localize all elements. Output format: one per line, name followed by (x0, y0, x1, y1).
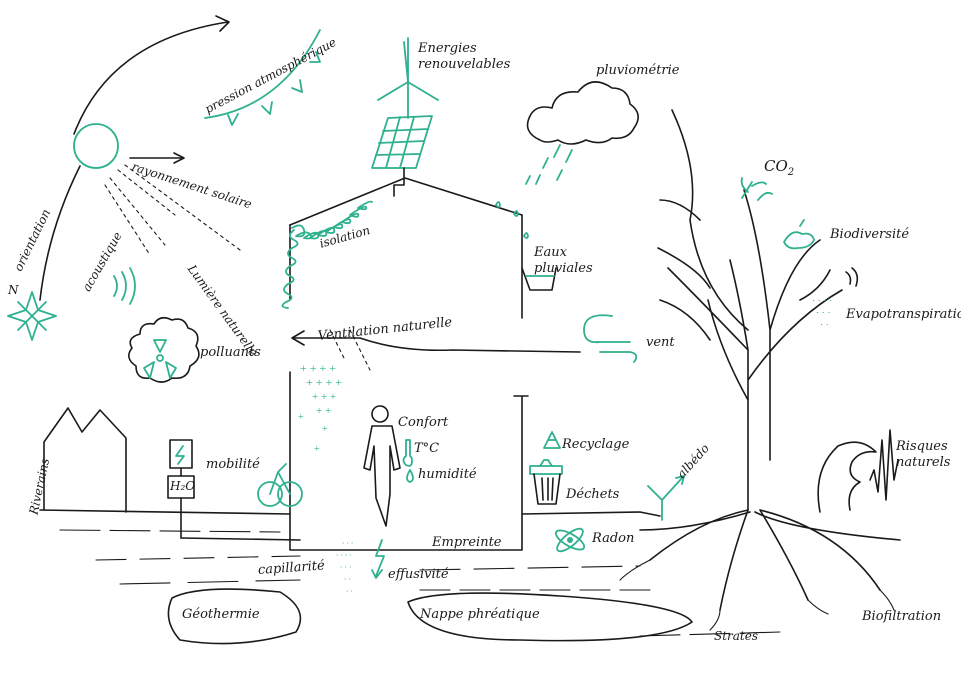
soil-strata (59, 529, 781, 637)
wave-icon (817, 429, 899, 513)
sun-icon (73, 123, 241, 256)
label-temperature: T°C (414, 441, 440, 456)
pressure-front-icon (204, 29, 321, 126)
label-renouvelables: renouvelables (418, 57, 511, 72)
insulation-coil (281, 200, 373, 309)
air-particles: + + + + + + + + + + + + + + + + (298, 361, 342, 455)
house-lower-walls (289, 371, 529, 551)
rayonnement-arrow (129, 152, 185, 164)
label-co2: CO2 (764, 158, 794, 178)
bird-icon (783, 219, 815, 250)
wind-icon (583, 314, 638, 363)
label-energies: Energies (418, 41, 477, 56)
label-empreinte: Empreinte (432, 535, 502, 550)
thermometer-icon (402, 439, 413, 467)
label-north: N (8, 283, 19, 297)
label-radon: Radon (592, 531, 635, 546)
label-co2-sub: 2 (787, 167, 795, 178)
label-pluviometrie: pluviométrie (596, 63, 680, 78)
geothermal-blob (167, 588, 302, 645)
svg-text:⋅ ⋅ ⋅: ⋅ ⋅ ⋅ (816, 308, 831, 319)
label-dechets: Déchets (566, 487, 620, 502)
label-strates: Strates (714, 629, 759, 643)
evapotranspiration-dots: ⋅ ⋅ ⋅ ⋅ ⋅ ⋅ ⋅ ⋅ ⋅ (812, 267, 859, 331)
label-mobilite: mobilité (206, 457, 260, 472)
tree (619, 109, 901, 631)
svg-text:+ + +: + + + (312, 391, 336, 403)
acoustic-waves-icon (113, 267, 136, 305)
effusivity-arrow-icon (371, 539, 385, 579)
recycle-icon (543, 431, 561, 449)
label-risques: Risques (896, 439, 948, 454)
svg-text:⋅ ⋅ ⋅ ⋅: ⋅ ⋅ ⋅ ⋅ (812, 296, 832, 307)
sun-path-arrowhead (215, 15, 230, 32)
orientation-arc (39, 165, 81, 301)
label-effusivite: effusivité (388, 567, 449, 582)
label-eaux: Eaux (534, 245, 567, 260)
label-pluviales: pluviales (534, 261, 593, 276)
svg-text:+ + + +: + + + + (300, 361, 336, 375)
sun-path-arc (73, 21, 229, 135)
label-biodiversite: Biodiversité (830, 227, 910, 242)
label-geothermie: Géothermie (182, 607, 260, 622)
cloud-icon (525, 81, 639, 185)
label-nappe: Nappe phréatique (420, 607, 540, 622)
label-polluants: polluants (200, 345, 261, 360)
rain-barrel-icon (521, 267, 557, 291)
radiation-icon (128, 316, 200, 383)
capillarity-dots: ∙ ∙ ∙ ∙ ∙ ∙ ∙ ∙ ∙ ∙ ∙ ∙ ∙ ∙ (336, 538, 353, 596)
house-roof (289, 177, 523, 226)
svg-text:∙ ∙: ∙ ∙ (344, 574, 351, 584)
bicycle-icon (257, 463, 303, 507)
ground-line (39, 509, 661, 517)
svg-text:∙ ∙: ∙ ∙ (346, 586, 353, 596)
sprout-icon (647, 475, 685, 521)
label-naturels: naturels (896, 455, 951, 470)
label-vent: vent (646, 335, 675, 350)
neighbour-buildings (43, 407, 127, 513)
trash-bin-icon (529, 459, 563, 505)
person-icon (363, 405, 401, 527)
co2-leaf-icon (740, 177, 773, 201)
wind-turbine-icon (377, 37, 439, 119)
svg-text:∙ ∙ ∙: ∙ ∙ ∙ (342, 538, 353, 548)
label-humidite: humidité (418, 467, 477, 482)
label-confort: Confort (398, 415, 449, 430)
svg-text:∙ ∙ ∙: ∙ ∙ ∙ (340, 562, 351, 572)
svg-text:∙ ∙ ∙ ∙: ∙ ∙ ∙ ∙ (336, 550, 352, 560)
label-co2-text: CO (764, 157, 788, 175)
label-h2o: H₂O (170, 479, 196, 493)
svg-text:+ +: + + (316, 405, 331, 417)
svg-text:+ + + +: + + + + (306, 375, 342, 389)
label-biofiltration: Biofiltration (862, 609, 942, 624)
ventilation-arrow (291, 330, 581, 353)
compass-rose-icon (7, 291, 57, 341)
roof-water-drops (495, 201, 529, 239)
droplet-icon (406, 469, 414, 483)
svg-text:+: + (322, 424, 328, 435)
svg-text:⋅ ⋅: ⋅ ⋅ (820, 320, 829, 331)
label-evapotranspiration: Evapotranspiration (846, 307, 961, 322)
svg-text:+: + (314, 444, 320, 455)
svg-text:+: + (298, 412, 304, 423)
label-recyclage: Recyclage (562, 437, 630, 452)
solar-panel-icon (371, 115, 433, 197)
atom-icon (554, 527, 586, 553)
water-table-blob (407, 592, 693, 642)
